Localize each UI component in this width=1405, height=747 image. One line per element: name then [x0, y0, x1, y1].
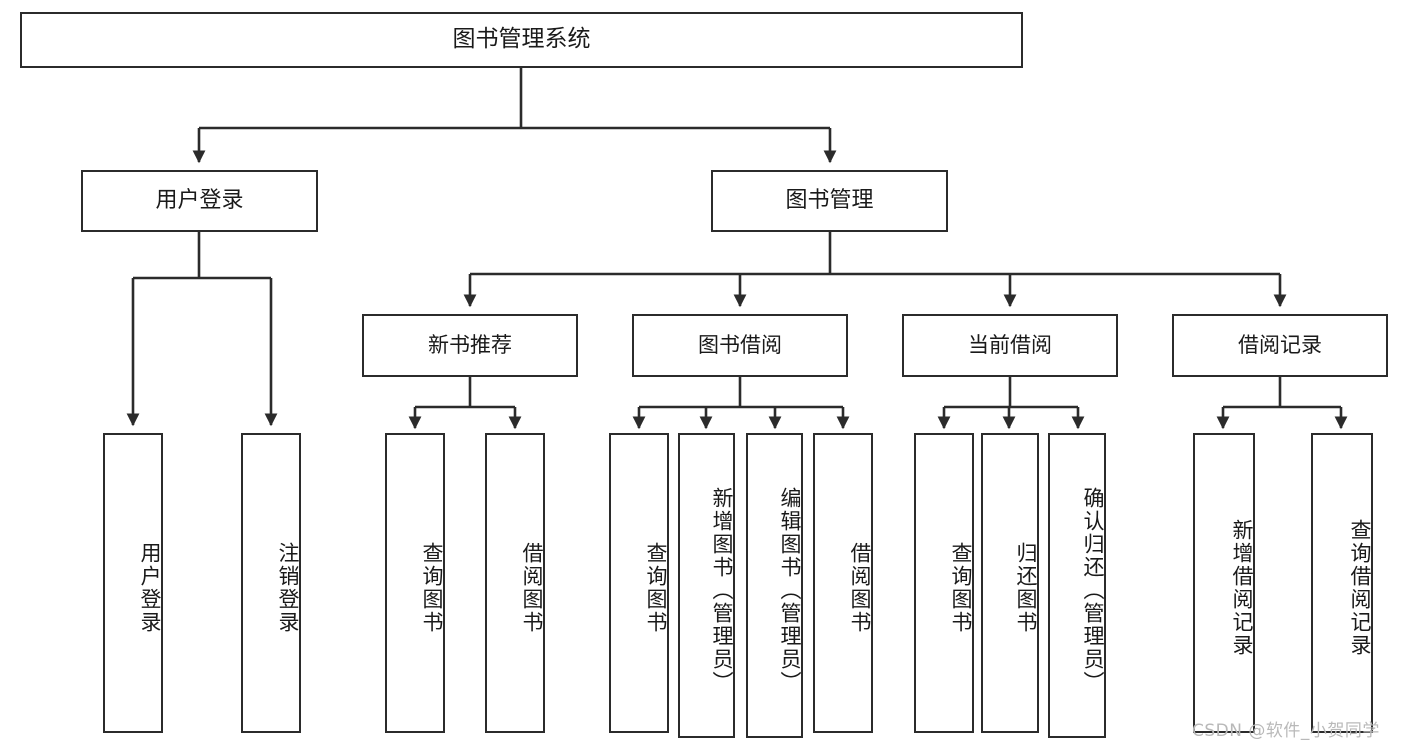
leaf-borrow-add-book-admin[interactable]: 新增图书（管理员）	[678, 433, 735, 738]
node-book-management[interactable]: 图书管理	[711, 170, 948, 232]
node-label: 用户登录	[155, 187, 244, 213]
node-label: 当前借阅	[968, 332, 1052, 357]
node-current-borrow[interactable]: 当前借阅	[902, 314, 1118, 377]
node-label: 图书借阅	[698, 332, 782, 357]
node-label: 查询借阅记录	[1348, 519, 1372, 657]
leaf-user-login-signin[interactable]: 用户登录	[103, 433, 163, 733]
node-label: 借阅图书	[848, 542, 872, 634]
node-new-book-recommend[interactable]: 新书推荐	[362, 314, 578, 377]
node-root-system[interactable]: 图书管理系统	[20, 12, 1023, 68]
node-label: 查询图书	[420, 542, 444, 634]
leaf-borrow-borrow-book[interactable]: 借阅图书	[813, 433, 873, 733]
node-label: 编辑图书（管理员）	[778, 487, 802, 694]
leaf-recommend-borrow-book[interactable]: 借阅图书	[485, 433, 545, 733]
node-label: 归还图书	[1014, 542, 1038, 634]
node-label: 新书推荐	[428, 332, 512, 357]
node-label: 借阅图书	[520, 542, 544, 634]
node-label: 注销登录	[276, 542, 300, 634]
node-label: 图书管理系统	[452, 26, 591, 53]
node-book-borrow[interactable]: 图书借阅	[632, 314, 848, 377]
node-label: 借阅记录	[1238, 332, 1322, 357]
leaf-current-query-book[interactable]: 查询图书	[914, 433, 974, 733]
node-label: 新增借阅记录	[1230, 519, 1254, 657]
node-label: 图书管理	[785, 187, 874, 213]
leaf-borrow-query-book[interactable]: 查询图书	[609, 433, 669, 733]
leaf-borrow-edit-book-admin[interactable]: 编辑图书（管理员）	[746, 433, 803, 738]
node-label: 查询图书	[644, 542, 668, 634]
csdn-watermark: CSDN @软件_小贺同学	[1192, 721, 1380, 741]
leaf-current-confirm-return-admin[interactable]: 确认归还（管理员）	[1048, 433, 1106, 738]
leaf-record-add-record[interactable]: 新增借阅记录	[1193, 433, 1255, 733]
node-label: 确认归还（管理员）	[1081, 487, 1105, 694]
leaf-record-query-record[interactable]: 查询借阅记录	[1311, 433, 1373, 733]
node-borrow-record[interactable]: 借阅记录	[1172, 314, 1388, 377]
node-label: 新增图书（管理员）	[710, 487, 734, 694]
leaf-current-return-book[interactable]: 归还图书	[981, 433, 1039, 733]
node-label: 用户登录	[138, 542, 162, 634]
node-user-login[interactable]: 用户登录	[81, 170, 318, 232]
leaf-user-login-signout[interactable]: 注销登录	[241, 433, 301, 733]
node-label: 查询图书	[949, 542, 973, 634]
leaf-recommend-query-book[interactable]: 查询图书	[385, 433, 445, 733]
